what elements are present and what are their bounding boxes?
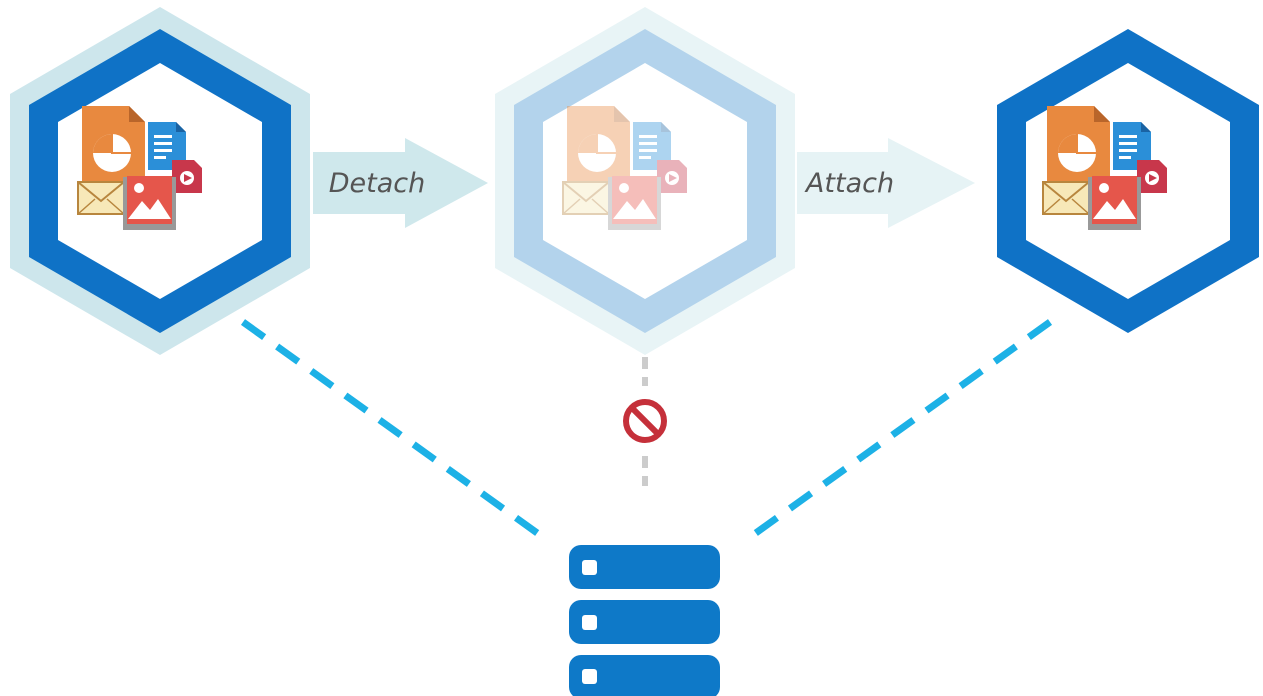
server-unit xyxy=(569,655,720,696)
detach-label: Detach xyxy=(329,168,426,199)
connection-source-storage xyxy=(240,319,543,538)
attach-arrow: Attach xyxy=(797,138,975,228)
attach-label: Attach xyxy=(804,168,894,199)
server-unit xyxy=(569,600,720,644)
no-entry-icon xyxy=(623,399,667,443)
source-container xyxy=(10,7,310,355)
server-stack-icon xyxy=(569,545,720,696)
connection-target-storage xyxy=(750,319,1053,538)
transit-container xyxy=(495,7,795,355)
target-container xyxy=(997,29,1259,333)
server-unit xyxy=(569,545,720,589)
detach-arrow: Detach xyxy=(313,138,488,228)
